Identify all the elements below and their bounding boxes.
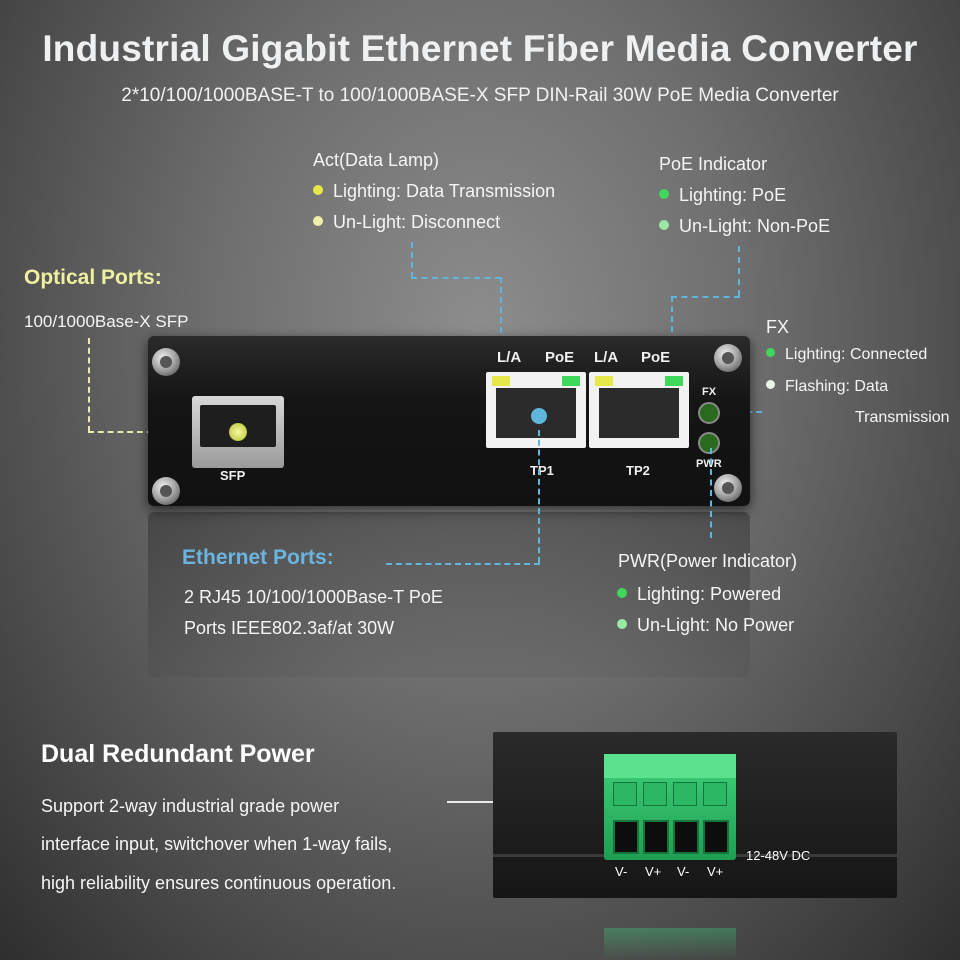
terminal-top: [604, 754, 736, 778]
terminal-label-1: V-: [615, 864, 628, 879]
power-line3: high reliability ensures continuous oper…: [41, 873, 397, 893]
pwr-item-unlight: Un-Light: No Power: [617, 615, 794, 636]
act-item-lighting: Lighting: Data Transmission: [313, 181, 555, 202]
screw-icon: [714, 344, 742, 372]
ethernet-connector-v: [538, 430, 540, 563]
fx-led-label: FX: [702, 386, 717, 398]
terminal-screw-icon: [703, 782, 727, 806]
power-heading: Dual Redundant Power: [41, 740, 315, 768]
white-dot-icon: [766, 380, 775, 390]
terminal-slot: [673, 820, 699, 854]
terminal-slot: [643, 820, 669, 854]
tp2-poe-label: PoE: [641, 349, 671, 366]
screw-icon: [152, 348, 180, 376]
power-line2: interface input, switchover when 1-way f…: [41, 834, 393, 854]
pwr-item-lighting: Lighting: Powered: [617, 584, 781, 605]
poe-item-lighting: Lighting: PoE: [659, 185, 786, 206]
rj45-port-tp2[interactable]: [589, 372, 689, 448]
act-item-lighting-text: Lighting: Data Transmission: [333, 181, 556, 201]
terminal-label-3: V-: [677, 864, 690, 879]
ethernet-line1: 2 RJ45 10/100/1000Base-T PoE: [184, 587, 443, 607]
tp1-label: TP1: [530, 463, 554, 478]
yellow-dot-icon: [313, 185, 323, 196]
act-item-unlight-text: Un-Light: Disconnect: [333, 212, 501, 232]
page-title: Industrial Gigabit Ethernet Fiber Media …: [42, 28, 918, 69]
ethernet-line2: Ports IEEE802.3af/at 30W: [184, 618, 395, 638]
optical-heading: Optical Ports:: [24, 266, 162, 289]
poe-item-lighting-text: Lighting: PoE: [679, 185, 787, 205]
pwr-connector-v: [710, 448, 712, 538]
page-subtitle: 2*10/100/1000BASE-T to 100/1000BASE-X SF…: [121, 85, 839, 106]
tp1-act-led: [492, 376, 510, 386]
act-item-unlight: Un-Light: Disconnect: [313, 212, 500, 233]
optical-desc: 100/1000Base-X SFP: [24, 312, 189, 331]
device-reflection: [148, 512, 750, 677]
poe-connector-v2: [671, 296, 673, 373]
tp1-marker-icon: [531, 408, 547, 424]
pwr-led-icon: [698, 432, 720, 454]
pwr-item-lighting-text: Lighting: Powered: [637, 584, 782, 604]
poe-item-unlight: Un-Light: Non-PoE: [659, 216, 830, 237]
terminal-label-4: V+: [707, 864, 724, 879]
ethernet-heading: Ethernet Ports:: [182, 546, 334, 569]
act-connector-h: [411, 277, 501, 279]
fx-item-transmission: Transmission: [855, 409, 950, 426]
poe-connector-v1: [738, 246, 740, 296]
ethernet-connector-h: [386, 563, 540, 565]
tp1-la-label: L/A: [497, 349, 522, 366]
terminal-screw-icon: [673, 782, 697, 806]
green-dot-icon: [617, 588, 627, 599]
sfp-label: SFP: [220, 468, 246, 483]
act-heading: Act(Data Lamp): [313, 150, 440, 170]
terminal-label-2: V+: [645, 864, 662, 879]
fx-item-flashing-text: Flashing: Data: [785, 378, 889, 395]
screw-icon: [714, 474, 742, 502]
fx-item-connected-text: Lighting: Connected: [785, 346, 928, 363]
pale-yellow-dot-icon: [313, 216, 323, 227]
optical-connector-v: [88, 338, 90, 432]
act-connector-v2: [500, 277, 502, 373]
fx-heading: FX: [766, 317, 790, 337]
green-terminal-block[interactable]: [604, 754, 736, 860]
tp2-act-led: [595, 376, 613, 386]
rj45-port-tp1[interactable]: [486, 372, 586, 448]
tp1-poe-label: PoE: [545, 349, 575, 366]
green-dot-icon: [659, 189, 669, 200]
pwr-heading: PWR(Power Indicator): [618, 551, 798, 571]
tp2-socket: [599, 388, 679, 438]
sfp-marker-icon: [229, 423, 247, 441]
poe-item-unlight-text: Un-Light: Non-PoE: [679, 216, 831, 236]
voltage-label: 12-48V DC: [746, 848, 811, 863]
pale-green-dot-icon: [659, 220, 669, 231]
fx-led-icon: [698, 402, 720, 424]
power-line1: Support 2-way industrial grade power: [41, 796, 340, 816]
tp1-poe-led: [562, 376, 580, 386]
terminal-reflection: [604, 928, 736, 960]
tp2-poe-led: [665, 376, 683, 386]
terminal-screw-icon: [643, 782, 667, 806]
pwr-item-unlight-text: Un-Light: No Power: [637, 615, 795, 635]
fx-item-connected: Lighting: Connected: [766, 346, 927, 364]
tp2-la-label: L/A: [594, 349, 619, 366]
poe-heading: PoE Indicator: [659, 154, 768, 174]
terminal-slot: [703, 820, 729, 854]
poe-connector-h: [671, 296, 740, 298]
green-dot-icon: [766, 348, 775, 358]
terminal-slot: [613, 820, 639, 854]
screw-icon: [152, 477, 180, 505]
act-connector-v1: [411, 242, 413, 278]
terminal-screw-icon: [613, 782, 637, 806]
tp2-label: TP2: [626, 463, 650, 478]
pwr-led-label: PWR: [696, 458, 722, 470]
pale-green-dot-icon: [617, 619, 627, 630]
fx-item-flashing: Flashing: Data: [766, 378, 888, 396]
